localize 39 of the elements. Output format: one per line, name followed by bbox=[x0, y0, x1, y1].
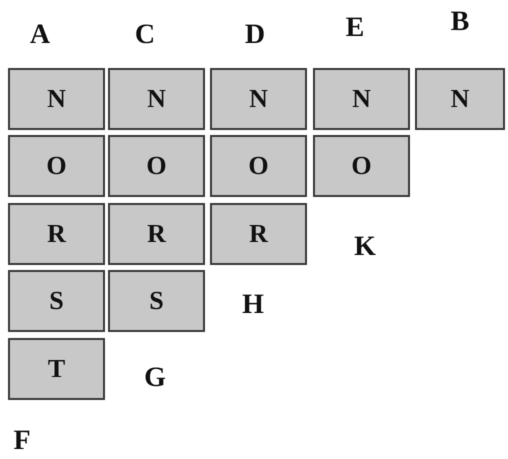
group-label: F bbox=[13, 427, 31, 455]
letter-box bbox=[313, 135, 410, 197]
box-letter: O bbox=[351, 151, 372, 181]
letter-box bbox=[108, 203, 205, 265]
box-letter: R bbox=[147, 219, 166, 249]
letter-box bbox=[8, 68, 105, 130]
box-letter: R bbox=[47, 219, 66, 249]
letter-box bbox=[210, 135, 307, 197]
letter-box bbox=[415, 68, 505, 130]
group-label: K bbox=[354, 233, 376, 261]
letter-box bbox=[313, 68, 410, 130]
box-letter: N bbox=[450, 84, 470, 114]
group-label: G bbox=[144, 364, 166, 392]
column-heading: D bbox=[244, 21, 266, 49]
letter-box bbox=[210, 68, 307, 130]
column-heading: B bbox=[450, 8, 470, 36]
box-letter: N bbox=[47, 84, 66, 114]
letter-box bbox=[210, 203, 307, 265]
box-letter: R bbox=[249, 219, 268, 249]
box-letter: N bbox=[352, 84, 371, 114]
letter-box bbox=[8, 270, 105, 332]
letter-box bbox=[108, 68, 205, 130]
column-heading: C bbox=[134, 21, 156, 49]
letter-box bbox=[8, 338, 105, 400]
box-letter: N bbox=[249, 84, 268, 114]
box-letter: O bbox=[146, 151, 167, 181]
column-heading: E bbox=[346, 14, 364, 42]
letter-box bbox=[108, 270, 205, 332]
letter-box bbox=[8, 203, 105, 265]
column-heading: A bbox=[30, 21, 50, 49]
box-letter: T bbox=[48, 354, 66, 384]
box-letter: S bbox=[49, 286, 64, 316]
letter-box bbox=[8, 135, 105, 197]
box-letter: O bbox=[248, 151, 269, 181]
box-letter: O bbox=[46, 151, 67, 181]
group-label: H bbox=[242, 291, 264, 319]
box-letter: N bbox=[147, 84, 166, 114]
box-letter: S bbox=[149, 286, 164, 316]
letter-box bbox=[108, 135, 205, 197]
